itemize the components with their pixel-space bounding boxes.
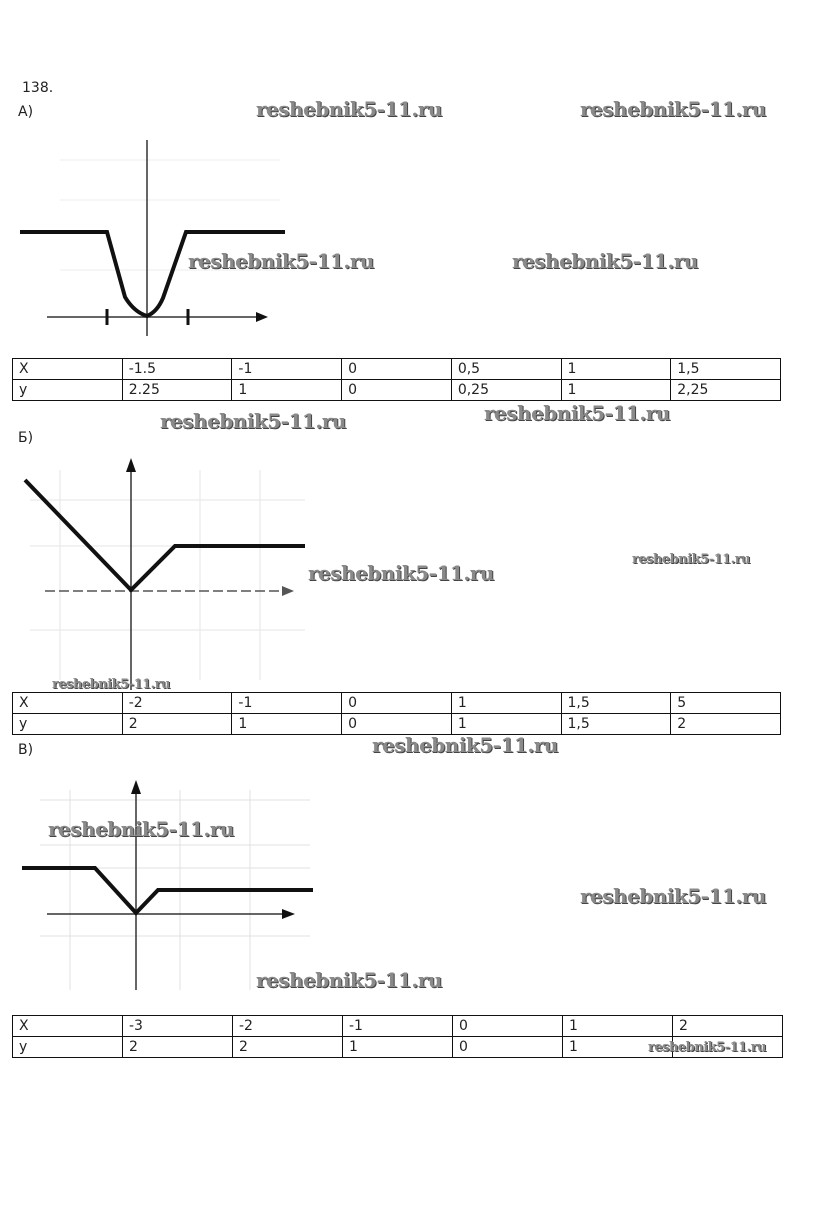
table-cell: 2 <box>232 1036 343 1058</box>
x-axis-arrow-icon <box>256 312 268 322</box>
watermark: reshebnik5-11.ru <box>188 249 374 273</box>
table-cell: y <box>12 1036 123 1058</box>
function-curve <box>20 230 285 319</box>
watermark: reshebnik5-11.ru <box>632 552 751 567</box>
table-cell: 2 <box>672 1015 783 1037</box>
table-cell: X <box>12 1015 123 1037</box>
problem-number: 138. <box>22 80 54 96</box>
table-cell: 2 <box>121 713 233 735</box>
table-cell: 1 <box>562 1015 673 1037</box>
y-axis-arrow-icon <box>126 458 136 472</box>
x-axis-arrow-icon <box>282 586 294 596</box>
table-cell: -3 <box>122 1015 233 1037</box>
table-cell: -2 <box>232 1015 343 1037</box>
watermark: reshebnik5-11.ru <box>648 1040 767 1055</box>
watermark: reshebnik5-11.ru <box>256 97 442 121</box>
watermark: reshebnik5-11.ru <box>160 409 346 433</box>
watermark: reshebnik5-11.ru <box>48 817 234 841</box>
table-cell: 0 <box>452 1015 563 1037</box>
watermark: reshebnik5-11.ru <box>256 968 442 992</box>
table-cell: 2.25 <box>121 379 233 401</box>
watermark: reshebnik5-11.ru <box>52 677 171 692</box>
watermark: reshebnik5-11.ru <box>372 733 558 757</box>
part-a-label: А) <box>18 104 34 120</box>
watermark: reshebnik5-11.ru <box>580 97 766 121</box>
table-cell: -2 <box>121 692 233 714</box>
y-axis-arrow-icon <box>131 780 141 794</box>
x-axis-arrow-icon <box>282 909 295 919</box>
part-b-label: Б) <box>18 430 34 446</box>
table-cell: 1 <box>342 1036 453 1058</box>
table-cell <box>672 1036 783 1058</box>
graph-b <box>23 458 305 690</box>
table-cell: 1,5 <box>560 713 672 735</box>
graph-a <box>20 140 285 336</box>
watermark: reshebnik5-11.ru <box>512 249 698 273</box>
table-cell: 2 <box>122 1036 233 1058</box>
table-cell: -1 <box>342 1015 453 1037</box>
table-cell: 1,5 <box>560 692 672 714</box>
graph-c <box>22 780 313 990</box>
table-cell: 0 <box>341 713 452 735</box>
table-cell: 2,25 <box>670 379 781 401</box>
part-c-label: В) <box>18 742 34 758</box>
table-cell: 2 <box>670 713 781 735</box>
watermark: reshebnik5-11.ru <box>484 401 670 425</box>
function-curve <box>22 866 313 916</box>
table-cell: 0 <box>452 1036 563 1058</box>
watermark: reshebnik5-11.ru <box>580 884 766 908</box>
watermark: reshebnik5-11.ru <box>308 561 494 585</box>
table-cell: 1 <box>231 713 343 735</box>
function-curve <box>23 478 305 593</box>
